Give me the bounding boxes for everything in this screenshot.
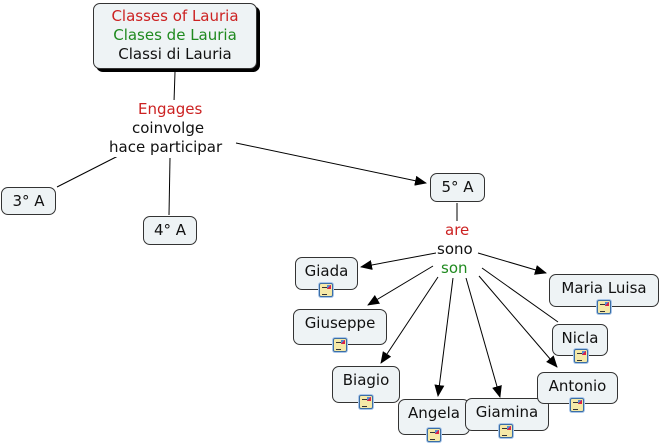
link-5a-es: son [440, 259, 469, 278]
class-label: 5° A [441, 178, 474, 196]
document-image-icon[interactable] [427, 428, 441, 442]
student-name: Maria Luisa [561, 279, 647, 297]
document-image-icon[interactable] [319, 283, 333, 297]
root-concept[interactable]: Classes of Lauria Clases de Lauria Class… [93, 3, 257, 69]
student-node-nicla[interactable]: Nicla [552, 324, 608, 356]
line-link-to-4a [168, 157, 171, 216]
student-name: Giuseppe [304, 314, 376, 332]
arrow-to-antonio [478, 275, 558, 368]
document-image-icon[interactable] [359, 395, 373, 409]
student-name: Biagio [342, 371, 390, 389]
line-to-nicla [481, 267, 559, 323]
link-5a-en: are [444, 221, 471, 240]
document-image-icon[interactable] [574, 349, 588, 363]
root-title-en: Classes of Lauria [111, 7, 239, 25]
line-root-to-link [173, 71, 176, 103]
class-node-5a[interactable]: 5° A [430, 173, 485, 202]
class-node-3a[interactable]: 3° A [1, 187, 56, 215]
document-image-icon[interactable] [570, 398, 584, 412]
arrow-to-giada [360, 252, 437, 270]
document-image-icon[interactable] [597, 300, 611, 314]
arrow-to-giamina [465, 277, 502, 398]
link-5a-it: sono [436, 240, 474, 259]
arrow-to-maria-luisa [477, 252, 547, 275]
arrow-link-to-5a [235, 142, 427, 186]
link-label-en: Engages [137, 100, 204, 119]
student-name: Angela [408, 404, 460, 422]
student-name: Antonio [548, 377, 607, 395]
document-image-icon[interactable] [333, 338, 347, 352]
arrow-to-biagio [380, 276, 439, 364]
line-link-to-3a [56, 155, 119, 188]
class-label: 4° A [153, 221, 187, 239]
student-name: Nicla [561, 329, 599, 347]
student-name: Giamina [475, 403, 539, 421]
student-name: Giada [304, 262, 349, 280]
root-title-it: Classi di Lauria [118, 45, 232, 63]
arrow-to-giuseppe [367, 265, 434, 306]
class-label: 3° A [12, 192, 45, 210]
link-label-it: coinvolge [131, 119, 206, 138]
link-label-es: hace participar [108, 138, 224, 157]
arrow-to-angela [434, 277, 454, 397]
document-image-icon[interactable] [499, 424, 513, 438]
class-node-4a[interactable]: 4° A [143, 216, 197, 245]
root-title-es: Clases de Lauria [113, 26, 237, 44]
